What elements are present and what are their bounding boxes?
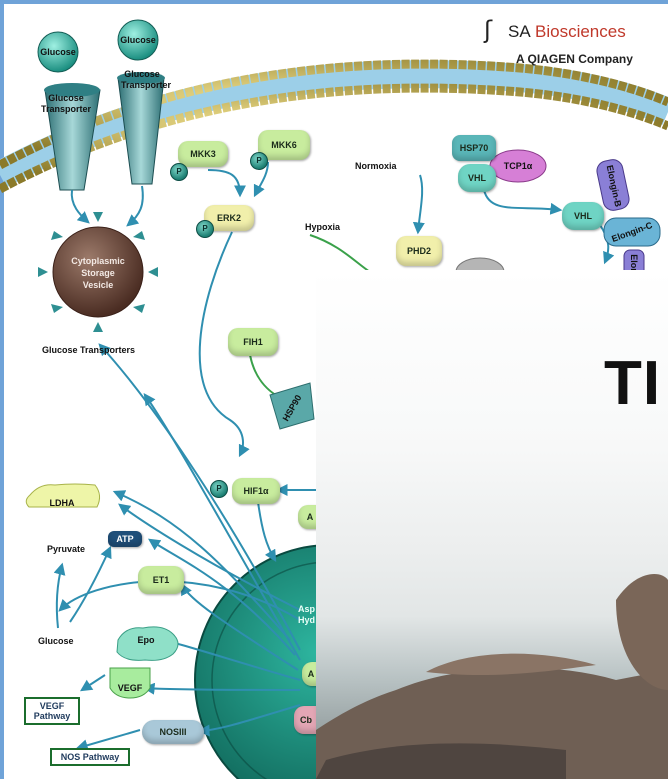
erk2-label: ERK2 [217,213,241,223]
hypoxia-label: Hypoxia [305,222,340,232]
hypoxia-line [310,235,370,272]
phosphate-mkk6: P [250,152,268,170]
glucose-label-3: Glucose [38,636,74,646]
vhl-label-1: VHL [468,173,486,183]
overlay-photo: TI [316,270,668,779]
normoxia-label: Normoxia [355,161,397,171]
mkk3-label: MKK3 [190,149,216,159]
vegf-pathway-box: VEGF Pathway [24,697,80,725]
partial-node-a-label: A [307,512,314,522]
hsp70-node: HSP70 [452,135,496,161]
atp-node: ATP [108,531,142,547]
glucose-transporter-label-2a: Glucose [124,69,160,79]
et1-node: ET1 [138,566,184,594]
nosiii-node: NOSIII [142,720,204,744]
glucose-label-1: Glucose [40,47,76,57]
glucose-transporter-label-1b: Transporter [41,104,91,114]
vhl-node-2: VHL [562,202,604,230]
animal-photo-illustration [316,270,668,779]
et1-label: ET1 [153,575,170,585]
nosiii-label: NOSIII [159,727,186,737]
vegf-pathway-line-1: VEGF [40,701,65,711]
nos-pathway-label: NOS Pathway [61,752,120,762]
pyruvate-label: Pyruvate [47,544,85,554]
hsp70-label: HSP70 [460,143,489,153]
phd2-node: PHD2 [396,236,442,266]
vesicle-label-3: Vesicle [83,280,114,290]
vhl-node-1: VHL [458,164,496,192]
fih1-node: FIH1 [228,328,278,356]
glucose-label-2: Glucose [120,35,156,45]
phd2-label: PHD2 [407,246,431,256]
ldha-label: LDHA [50,498,75,508]
sabiosciences-logo: ʃ SA Biosciences A QIAGEN Company [484,10,664,70]
hif1a-node: HIF1α [232,478,280,504]
fih1-label: FIH1 [243,337,263,347]
vesicle-label-2: Storage [81,268,115,278]
cell-membrane [0,64,668,189]
glucose-transporters-label: Glucose Transporters [42,345,135,355]
phosphate-hif1a: P [210,480,228,498]
phosphate-erk2: P [196,220,214,238]
vesicle-label-1: Cytoplasmic [71,256,125,266]
partial-node-a2-label: A [308,669,315,679]
partial-node-cb-label: Cb [300,715,312,725]
partial-asp-label-2: Hyd [298,615,315,625]
vhl-label-2: VHL [574,211,592,221]
hif1a-label: HIF1α [243,486,268,496]
logo-brand-biosciences: Biosciences [535,22,626,42]
mkk6-label: MKK6 [271,140,297,150]
atp-label: ATP [116,534,133,544]
vegf-pathway-line-2: Pathway [34,711,71,721]
glucose-transporter-label-2b: Transporter [121,80,171,90]
partial-node-cb: Cb [294,706,318,734]
phosphate-mkk3: P [170,163,188,181]
tcp1a-label: TCP1α [504,161,533,171]
mkk3-node: MKK3 [178,141,228,167]
logo-subtitle: A QIAGEN Company [516,52,633,66]
epo-label: Epo [138,635,155,645]
logo-brand-sa: SA [508,22,531,42]
vegf-label: VEGF [118,683,143,693]
glucose-transporter-label-1a: Glucose [48,93,84,103]
partial-asp-label-1: Asp [298,604,315,614]
logo-mark-icon: ʃ [484,16,492,44]
nos-pathway-box: NOS Pathway [50,748,130,766]
